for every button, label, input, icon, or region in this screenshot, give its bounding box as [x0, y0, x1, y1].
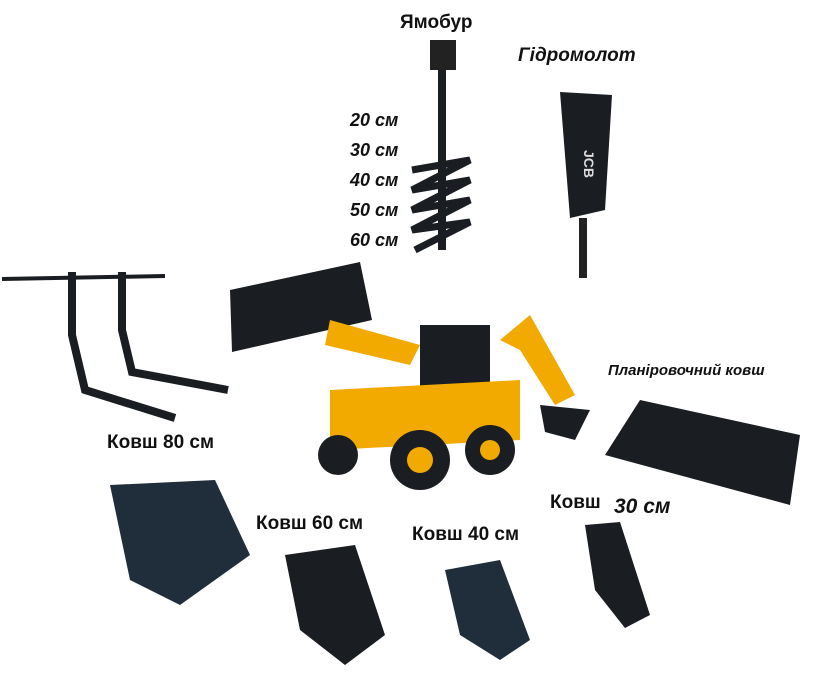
bucket-60-image — [285, 545, 385, 665]
jcb-logo: JCB — [581, 150, 597, 178]
auger-size-50: 50 см — [350, 200, 399, 220]
auger-size-60: 60 см — [350, 230, 399, 250]
bucket-30-label: Ковш — [550, 492, 601, 513]
bucket-40-label: Ковш 40 см — [412, 524, 520, 545]
bucket-80-image — [110, 480, 250, 605]
bucket-60-label: Ковш 60 см — [256, 513, 364, 534]
grading-bucket-image — [605, 400, 800, 505]
pallet-forks-image — [1, 272, 229, 422]
hydraulic-hammer-label: Гідромолот — [518, 45, 636, 66]
auger-label: Ямобур — [400, 12, 473, 33]
auger-size-30: 30 см — [350, 140, 399, 160]
backhoe-loader-image — [230, 262, 590, 490]
bucket-30-size: 30 см — [614, 495, 671, 518]
auger-size-20: 20 см — [350, 110, 399, 130]
bucket-80-label: Ковш 80 см — [107, 432, 215, 453]
auger-size-40: 40 см — [350, 170, 399, 190]
auger-image — [410, 40, 472, 254]
grading-bucket-label: Планіровочний ковш — [608, 362, 765, 379]
bucket-30-image — [585, 522, 650, 628]
bucket-40-image — [445, 560, 530, 660]
hydraulic-hammer-image: JCB — [560, 92, 612, 278]
